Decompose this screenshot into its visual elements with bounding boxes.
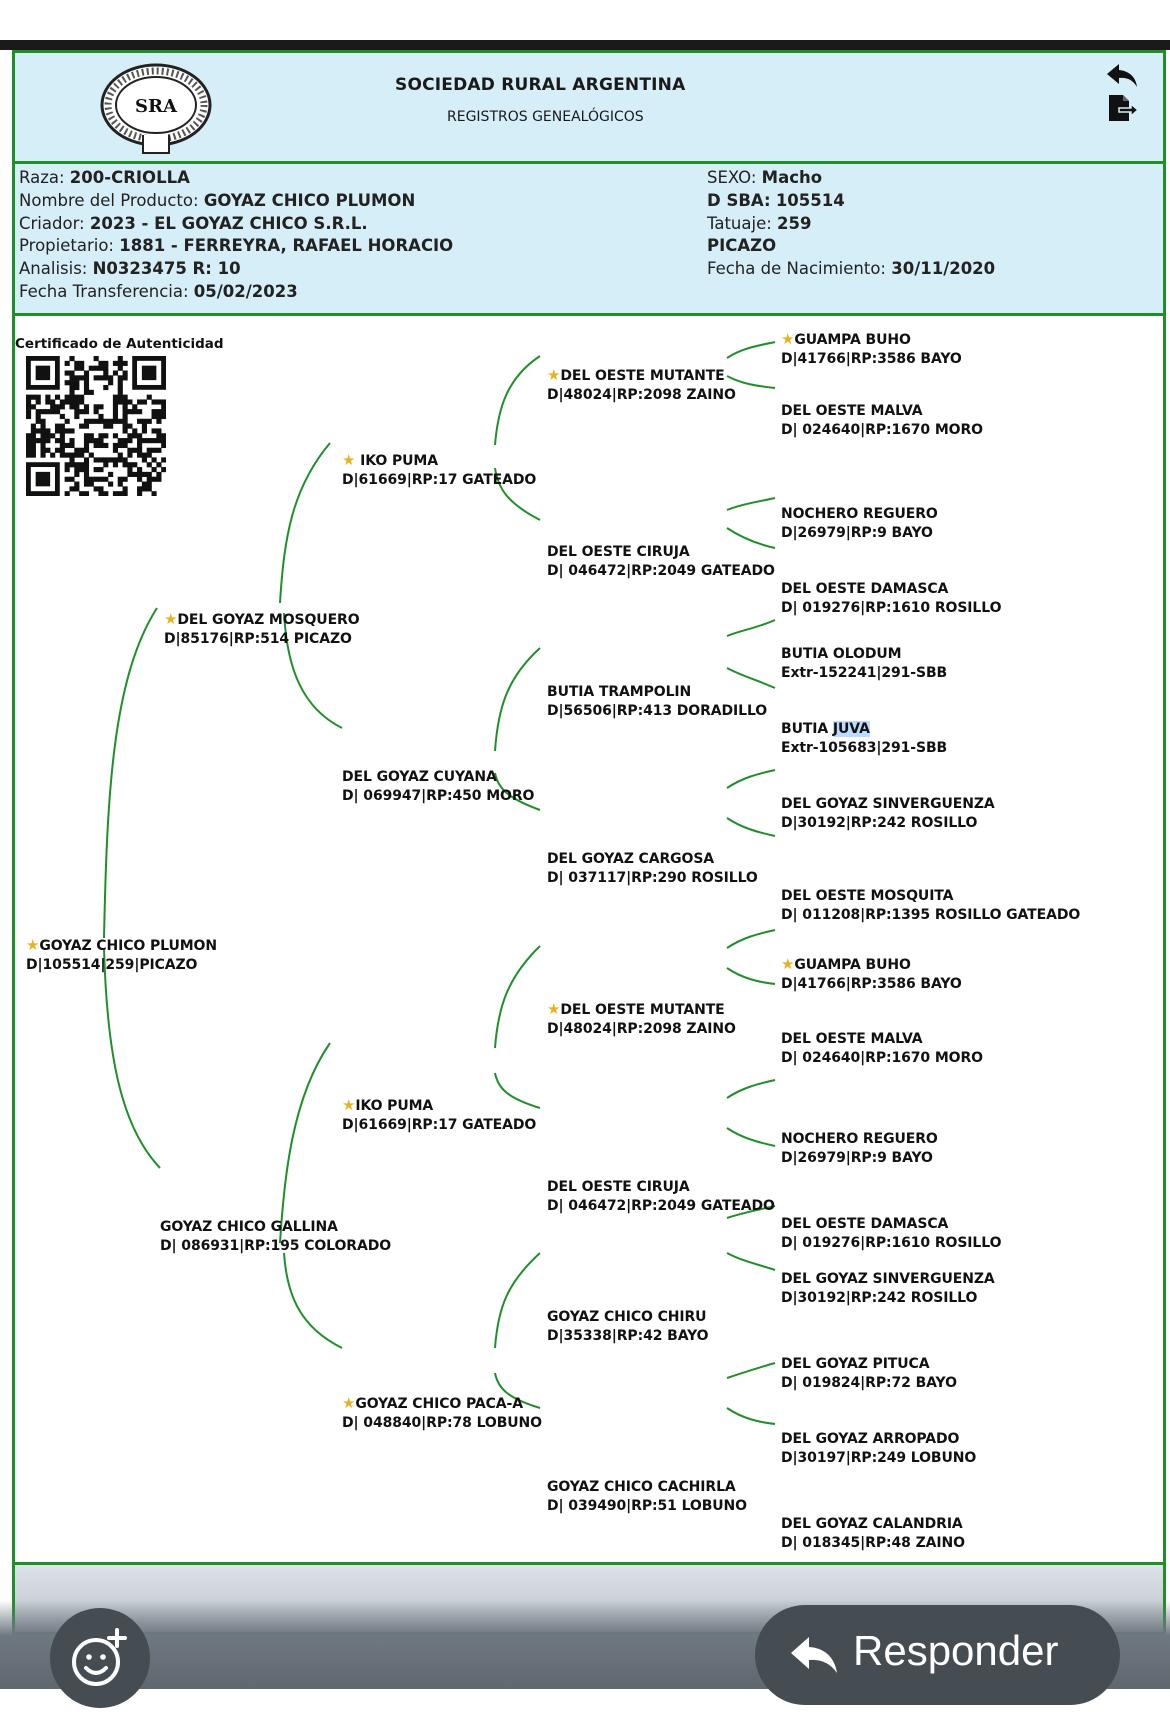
logo-text: SRA xyxy=(135,96,178,117)
reply-arrow-icon xyxy=(791,1637,837,1673)
top-bar xyxy=(0,40,1170,50)
dsba-value: 105514 xyxy=(775,191,845,210)
certificate-label: Certificado de Autenticidad xyxy=(15,336,224,352)
analisis-row: Analisis: N0323475 R: 10 xyxy=(19,259,241,278)
pedigree-tree: Certificado de Autenticidad xyxy=(12,318,1166,1558)
certificate-header: SRA SOCIEDAD RURAL ARGENTINA REGISTROS G… xyxy=(12,50,1166,164)
dsba-row: D SBA: 105514 xyxy=(707,191,845,210)
star-icon: ★ xyxy=(547,366,561,384)
reply-label: Responder xyxy=(853,1627,1059,1674)
tatuaje-row: Tatuaje: 259 xyxy=(707,214,812,233)
star-icon: ★ xyxy=(342,1096,356,1114)
analisis-value: N0323475 R: 10 xyxy=(92,259,241,278)
reply-button[interactable]: Responder xyxy=(755,1605,1120,1705)
star-icon: ★ xyxy=(547,1000,561,1018)
star-icon: ★ xyxy=(342,451,356,469)
star-icon: ★ xyxy=(164,610,178,628)
pelaje-row: PICAZO xyxy=(707,236,776,255)
propietario-value: 1881 - FERREYRA, RAFAEL HORACIO xyxy=(119,236,454,255)
smiley-plus-icon xyxy=(72,1628,127,1686)
nacimiento-row: Fecha de Nacimiento: 30/11/2020 xyxy=(707,259,996,278)
star-icon: ★ xyxy=(26,936,40,954)
organization-name: SOCIEDAD RURAL ARGENTINA xyxy=(395,75,686,95)
back-arrow-icon[interactable] xyxy=(1105,61,1139,91)
qr-code[interactable] xyxy=(26,356,166,496)
propietario-row: Propietario: 1881 - FERREYRA, RAFAEL HOR… xyxy=(19,236,454,255)
nombre-row: Nombre del Producto: GOYAZ CHICO PLUMON xyxy=(19,191,416,210)
nacimiento-value: 30/11/2020 xyxy=(891,259,996,278)
sexo-value: Macho xyxy=(761,168,823,187)
criador-value: 2023 - EL GOYAZ CHICO S.R.L. xyxy=(89,214,368,233)
sexo-row: SEXO: Macho xyxy=(707,168,823,187)
sra-logo: SRA xyxy=(100,63,212,154)
criador-row: Criador: 2023 - EL GOYAZ CHICO S.R.L. xyxy=(19,214,368,233)
pelaje-value: PICAZO xyxy=(707,236,777,255)
tatuaje-value: 259 xyxy=(777,214,812,233)
tree-connector-lines xyxy=(103,341,776,1425)
transferencia-row: Fecha Transferencia: 05/02/2023 xyxy=(19,282,298,301)
star-icon: ★ xyxy=(781,955,795,973)
raza-value: 200-CRIOLLA xyxy=(69,168,190,187)
highlighted-text: JUVA xyxy=(832,721,870,737)
transferencia-value: 05/02/2023 xyxy=(193,282,298,301)
add-reaction-button[interactable] xyxy=(50,1608,150,1708)
export-document-icon[interactable] xyxy=(1105,93,1139,123)
star-icon: ★ xyxy=(342,1394,356,1412)
nombre-value: GOYAZ CHICO PLUMON xyxy=(203,191,416,210)
animal-info-panel: Raza: 200-CRIOLLA Nombre del Producto: G… xyxy=(12,164,1166,316)
raza-row: Raza: 200-CRIOLLA xyxy=(19,168,190,187)
registry-subtitle: REGISTROS GENEALÓGICOS xyxy=(447,109,644,125)
star-icon: ★ xyxy=(781,330,795,348)
